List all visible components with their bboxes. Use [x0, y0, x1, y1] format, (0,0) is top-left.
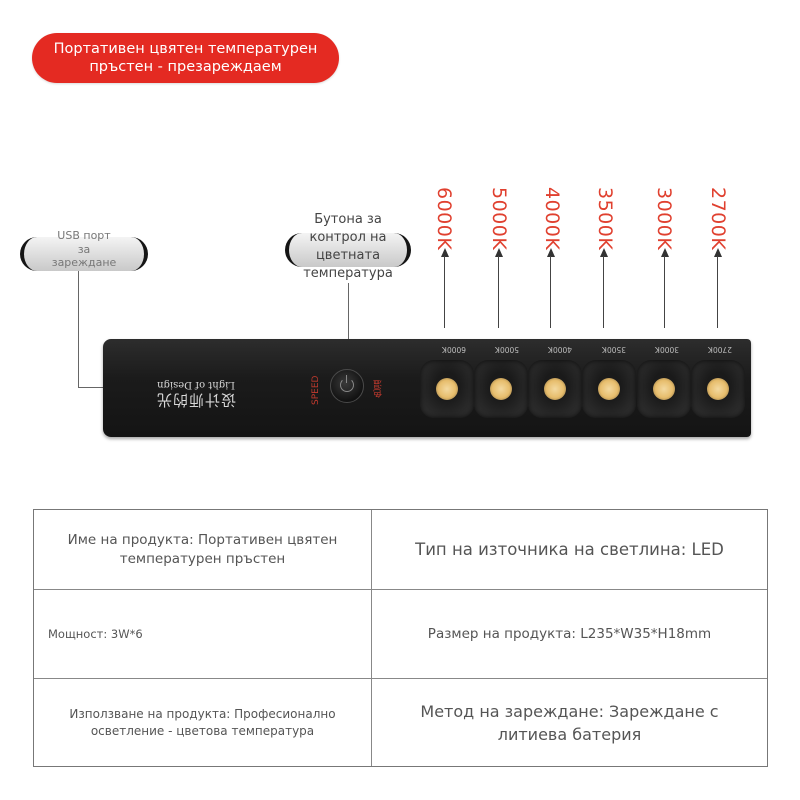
arrow-up-icon [661, 248, 669, 257]
control-leader-line [348, 283, 349, 340]
led-icon [436, 378, 458, 400]
usb-label-line-1: USB порт [57, 229, 111, 242]
led-icon [598, 378, 620, 400]
usb-label-line-2: за [77, 242, 91, 256]
led-socket-3500k [582, 360, 636, 418]
device-mini-label: 3000K [655, 345, 680, 354]
arrow-up-icon [441, 248, 449, 257]
spec-light-type: Тип на източника на светлина: LED [372, 510, 767, 590]
control-callout-pill [285, 233, 411, 267]
banner-line-2: пръстен - презареждаем [89, 59, 282, 75]
spec-charging: Метод на зареждане: Зареждане с литиева … [420, 701, 719, 744]
power-icon [340, 375, 354, 392]
temp-label-3000k: 3000K [653, 187, 675, 251]
device-mini-label: 3500K [602, 345, 627, 354]
title-banner: Портативен цвятен температурен пръстен -… [32, 33, 339, 83]
speed-label: SPEED [311, 375, 321, 405]
led-socket-6000k [420, 360, 474, 418]
usb-port-label: USB порт за зареждане [28, 229, 140, 270]
control-button-label: Бутона за контрол на цветната температур… [280, 211, 416, 283]
arrow-up-icon [495, 248, 503, 257]
arrow-stem [498, 256, 499, 328]
control-label-line-4: температура [303, 266, 393, 281]
arrow-stem [717, 256, 718, 328]
brand-chinese-text: 设计师的光 [155, 391, 236, 409]
led-icon [653, 378, 675, 400]
led-socket-4000k [528, 360, 582, 418]
arrow-stem [664, 256, 665, 328]
arrow-stem [603, 256, 604, 328]
led-icon [490, 378, 512, 400]
device-mini-label: 4000K [548, 345, 573, 354]
usb-label-line-3: зареждане [51, 256, 117, 269]
spec-table: Име на продукта: Портативен цвятен темпе… [33, 509, 768, 767]
led-icon [544, 378, 566, 400]
led-socket-2700k [691, 360, 745, 418]
arrow-stem [550, 256, 551, 328]
brand-english-text: Light of Design [157, 379, 235, 390]
led-socket-3000k [637, 360, 691, 418]
spec-power: Мощност: 3W*6 [34, 590, 372, 679]
control-label-line-2: контрол на [309, 230, 387, 245]
temp-label-4000k: 4000K [541, 187, 563, 251]
temp-label-2700k: 2700K [707, 187, 729, 251]
device-brand-logo: 设计师的光 Light of Design [156, 373, 236, 409]
usb-leader-vertical [78, 271, 79, 388]
arrow-up-icon [714, 248, 722, 257]
arrow-stem [444, 256, 445, 328]
device-mini-label: 6000K [442, 345, 467, 354]
led-icon [707, 378, 729, 400]
temp-label-3500k: 3500K [594, 187, 616, 251]
control-label-line-1: Бутона за [314, 212, 382, 227]
control-label-line-3: цветната [315, 248, 381, 263]
color-temp-side-label: 色温 [374, 380, 384, 398]
device-mini-label: 5000K [495, 345, 520, 354]
usb-callout-pill [20, 237, 148, 271]
power-button[interactable] [330, 369, 364, 403]
temp-label-5000k: 5000K [488, 187, 510, 251]
device-mini-label: 2700K [708, 345, 733, 354]
spec-usage: Използване на продукта: Професионално ос… [34, 679, 372, 766]
led-socket-5000k [474, 360, 528, 418]
spec-size: Размер на продукта: L235*W35*H18mm [372, 590, 767, 679]
banner-line-1: Портативен цвятен температурен [53, 41, 318, 57]
arrow-up-icon [600, 248, 608, 257]
spec-product-name: Име на продукта: Портативен цвятен темпе… [34, 510, 372, 590]
arrow-up-icon [547, 248, 555, 257]
temp-label-6000k: 6000K [433, 187, 455, 251]
